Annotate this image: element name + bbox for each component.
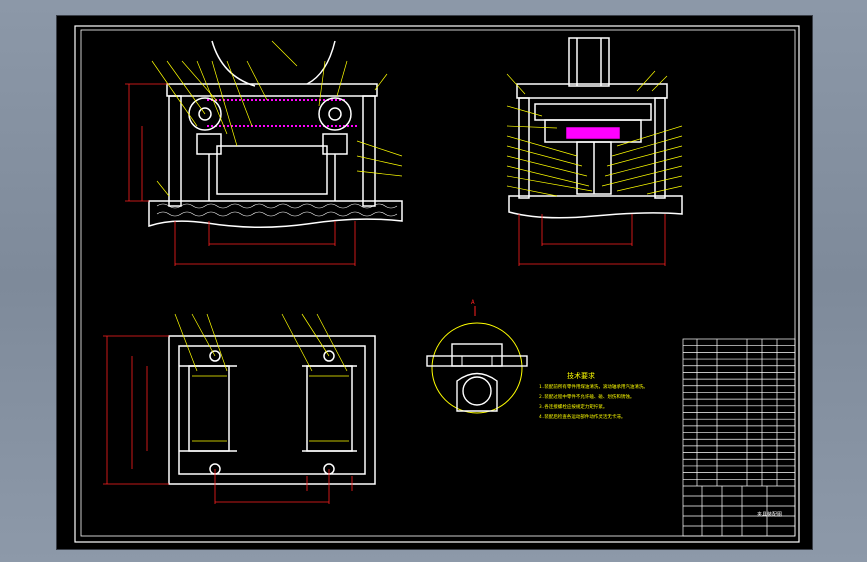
notes-title: 技术要求: [567, 371, 595, 380]
cad-drawing-viewport[interactable]: 技术要求 1.装配前所有零件用煤油清洗，滚动轴承用汽油清洗。 2.装配过程中零件…: [56, 15, 813, 550]
side-view-leaders: [506, 70, 683, 197]
notes-block: 技术要求 1.装配前所有零件用煤油清洗，滚动轴承用汽油清洗。 2.装配过程中零件…: [471, 299, 648, 420]
plan-view: [168, 335, 376, 485]
detail-view-label: A: [471, 299, 475, 306]
front-view-leaders: [151, 40, 403, 197]
side-view-dimensions: [518, 214, 666, 266]
cad-drawing: 技术要求 1.装配前所有零件用煤油清洗，滚动轴承用汽油清洗。 2.装配过程中零件…: [74, 25, 800, 543]
plan-view-leaders: [174, 313, 348, 372]
title-block: [682, 338, 796, 537]
sheet-inner-border: [80, 29, 796, 537]
note-line-2: 2.装配过程中零件不允许磕、碰、划伤和锈蚀。: [539, 393, 634, 400]
detail-view-a: [426, 306, 528, 414]
front-view-dimensions: [125, 83, 356, 266]
plan-view-dimensions: [103, 335, 353, 504]
title-block-logo: 夹具装配图: [757, 511, 782, 518]
note-line-3: 3.各连接螺栓应按规定力矩拧紧。: [539, 403, 607, 410]
front-view-base-hatch: [156, 203, 398, 217]
front-view: [148, 40, 403, 229]
side-view: [508, 37, 683, 219]
note-line-1: 1.装配前所有零件用煤油清洗，滚动轴承用汽油清洗。: [539, 383, 648, 390]
plan-view-detail: [192, 375, 349, 442]
note-line-4: 4.装配后检查各运动部件动作灵活无卡滞。: [539, 413, 625, 420]
sheet-outer-border: [74, 25, 800, 543]
